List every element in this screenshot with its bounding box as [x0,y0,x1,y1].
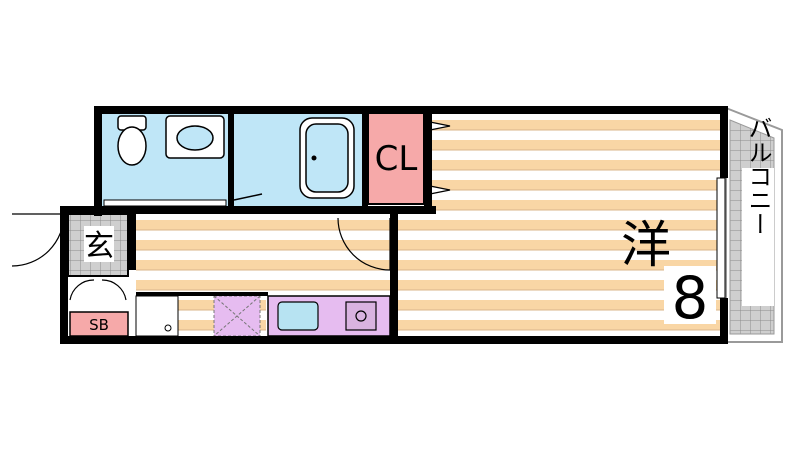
bathtub-icon [299,117,355,199]
shoe-box-label: SB [89,316,109,334]
toilet-sliding-door [103,199,227,207]
washer-space [213,295,261,337]
drain-icon [164,324,172,332]
walls [60,106,728,344]
western-room-label: 洋 [621,216,671,274]
western-room-size: 8 [672,264,709,332]
entrance-door-icon [11,213,65,267]
closet-label: CL [375,139,418,179]
balcony-window [716,177,726,299]
burner-icon [355,310,367,322]
kitchen-counter [267,295,391,337]
refrigerator-space [135,295,179,337]
balcony-label: バルコニー [744,116,772,236]
shoe-box: SB [69,311,129,337]
balcony-label-box [742,168,774,306]
entrance-label: 玄 [84,229,114,264]
western-room-floor-lower [136,214,722,294]
kitchen-sink-icon [277,301,319,331]
entrance: 玄 [67,213,129,277]
balcony: バルコニー [725,106,783,343]
room-size-box [664,266,716,324]
western-room-floor-upper [432,110,722,214]
bathroom-door-swing [233,193,263,201]
toilet-icon [117,115,147,166]
washbasin-icon [165,115,225,159]
shoe-closet-doors [69,279,127,301]
closet: CL [367,111,425,205]
